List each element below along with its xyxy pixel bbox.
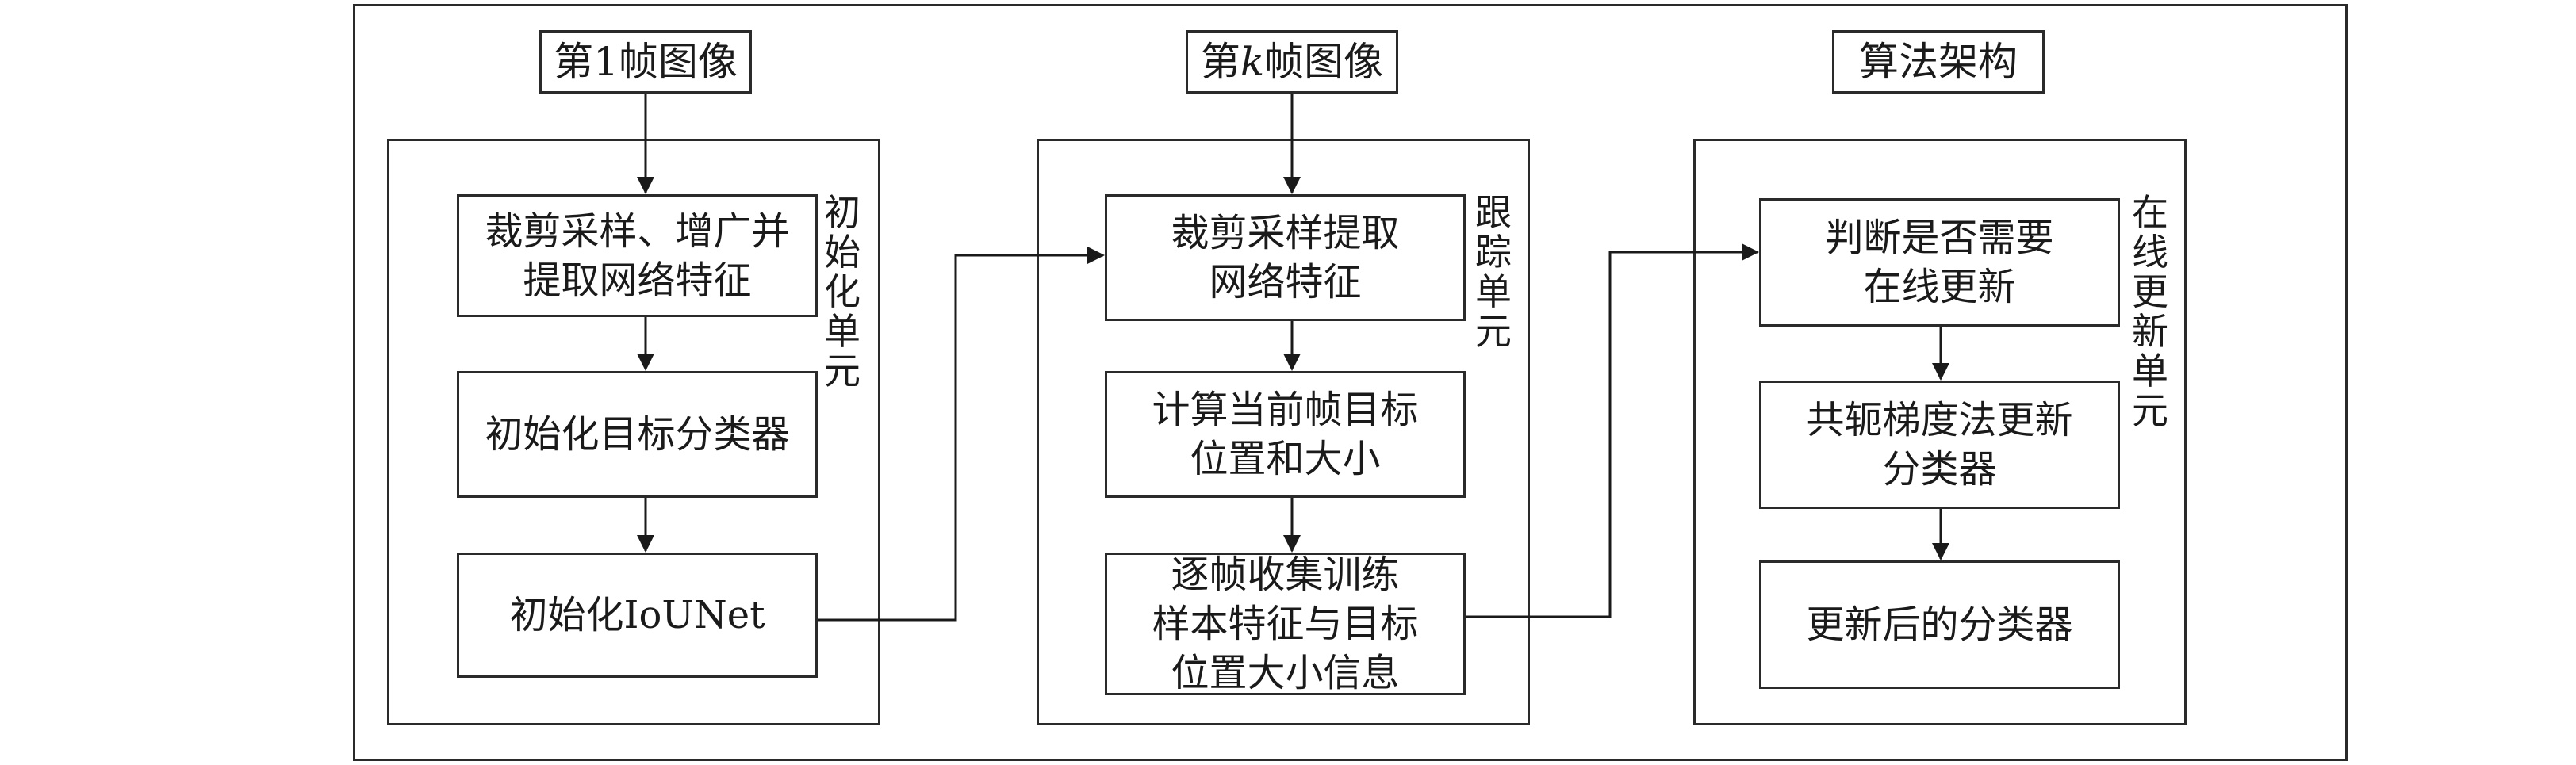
step-init-iounet: 初始化IoUNet	[457, 553, 818, 678]
step-judge-update: 判断是否需要 在线更新	[1759, 198, 2120, 327]
step-crop-augment-extract: 裁剪采样、增广并 提取网络特征	[457, 194, 818, 317]
arrow-collect-to-online-update	[1466, 243, 1759, 618]
step-crop-extract: 裁剪采样提取 网络特征	[1105, 194, 1466, 321]
unit-label-tracking: 跟踪单元	[1475, 191, 1512, 353]
step-conjugate-gradient: 共轭梯度法更新 分类器	[1759, 381, 2120, 509]
header-frame-k-prefix: 第	[1200, 39, 1240, 85]
step-collect-samples: 逐帧收集训练 样本特征与目标 位置大小信息	[1105, 553, 1466, 695]
unit-label-online-update: 在线更新单元	[2132, 191, 2168, 432]
arrow-iounet-to-tracking	[818, 247, 1105, 622]
step-updated-classifier: 更新后的分类器	[1759, 560, 2120, 689]
header-frame-k-var: k	[1240, 39, 1265, 85]
step-compute-target: 计算当前帧目标 位置和大小	[1105, 371, 1466, 498]
header-algorithm-architecture: 算法架构	[1832, 30, 2045, 94]
unit-label-initialization: 初始化单元	[824, 191, 861, 392]
step-init-classifier: 初始化目标分类器	[457, 371, 818, 498]
header-frame-1: 第1帧图像	[539, 30, 752, 94]
header-frame-k-suffix: 帧图像	[1264, 39, 1384, 85]
